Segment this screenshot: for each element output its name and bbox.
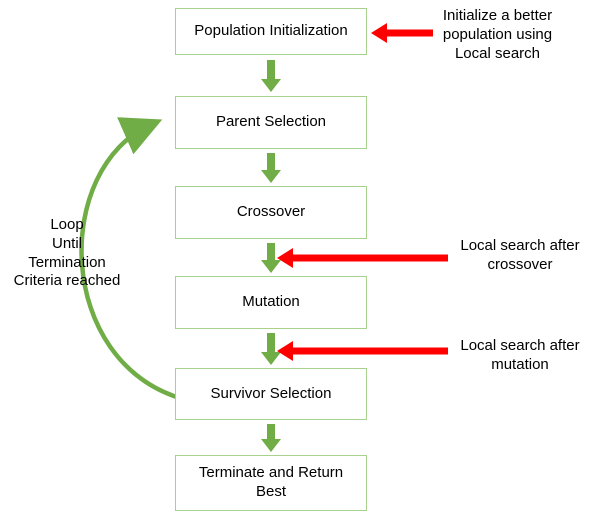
- annotation-loop-line-2: Until: [51, 234, 82, 252]
- annotation-loop-line-1: Loop: [50, 216, 84, 233]
- box-crossover: Crossover: [175, 186, 367, 239]
- down-arrow-1: [261, 60, 281, 92]
- annotation-mutation: Local search after mutation: [445, 337, 595, 375]
- box-parent-selection-label: Parent Selection: [215, 113, 327, 131]
- box-terminate-return-best-label: Terminate and Return Best: [198, 464, 344, 500]
- box-crossover-label: Crossover: [236, 203, 306, 221]
- down-arrow-5: [261, 424, 281, 452]
- annotation-init: Initialize a better population using Loc…: [420, 7, 575, 63]
- annotation-loop-line-3: Termination: [28, 253, 106, 271]
- box-parent-selection: Parent Selection: [175, 96, 367, 149]
- down-arrow-3: [261, 243, 281, 273]
- annotation-init-line-1: Initialize a better: [442, 7, 553, 24]
- box-population-initialization-label: Population Initialization: [194, 22, 348, 40]
- red-arrow-mutation: [277, 341, 448, 361]
- box-mutation: Mutation: [175, 276, 367, 329]
- annotation-crossover: Local search after crossover: [445, 237, 595, 275]
- annotation-init-line-3: Local search: [454, 44, 541, 62]
- box-survivor-selection: Survivor Selection: [175, 368, 367, 420]
- box-survivor-selection-label: Survivor Selection: [210, 384, 332, 402]
- down-arrow-4: [261, 333, 281, 365]
- annotation-loop: Loop Until Termination Criteria reached: [8, 216, 126, 291]
- box-terminate-return-best: Terminate and Return Best: [175, 455, 367, 511]
- annotation-init-line-2: population using: [442, 25, 553, 43]
- annotation-loop-line-4: Criteria reached: [13, 272, 121, 290]
- annotation-crossover-line-1: Local search after: [460, 237, 580, 254]
- box-mutation-label: Mutation: [242, 293, 300, 311]
- annotation-crossover-line-2: crossover: [487, 255, 553, 273]
- red-arrow-crossover: [277, 248, 448, 268]
- box-population-initialization: Population Initialization: [175, 8, 367, 55]
- down-arrow-2: [261, 153, 281, 183]
- annotation-mutation-line-1: Local search after: [460, 337, 580, 354]
- annotation-mutation-line-2: mutation: [491, 355, 549, 373]
